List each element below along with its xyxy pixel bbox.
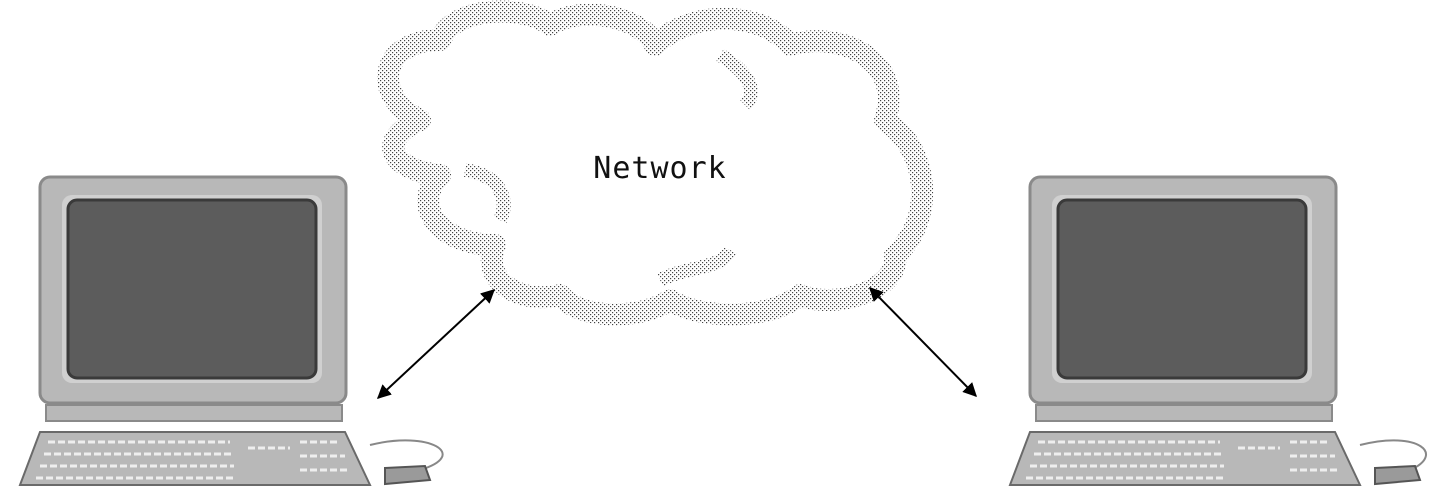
monitor-screen <box>66 198 318 380</box>
left-connection-arrow <box>376 289 496 399</box>
right-computer <box>1008 175 1427 486</box>
right-connection-arrow <box>869 287 977 397</box>
mouse <box>384 464 432 486</box>
monitor-screen <box>1056 198 1308 380</box>
mouse-cord <box>369 439 444 471</box>
cloud-inner-fold-2 <box>716 48 758 110</box>
cloud-inner-fold-3 <box>656 246 737 287</box>
keyboard <box>18 431 372 486</box>
cloud-inner-fold-1 <box>463 163 511 224</box>
network-cloud: Network <box>377 0 934 326</box>
monitor-base <box>45 404 343 422</box>
left-computer <box>18 175 444 486</box>
cloud-outline <box>377 0 934 326</box>
keyboard-keys <box>36 440 350 480</box>
keyboard-keys <box>1026 440 1340 480</box>
keyboard <box>1008 431 1362 486</box>
cloud-label: Network <box>593 151 726 186</box>
mouse-cord <box>1359 439 1427 471</box>
mouse <box>1374 464 1422 486</box>
monitor-base <box>1035 404 1333 422</box>
